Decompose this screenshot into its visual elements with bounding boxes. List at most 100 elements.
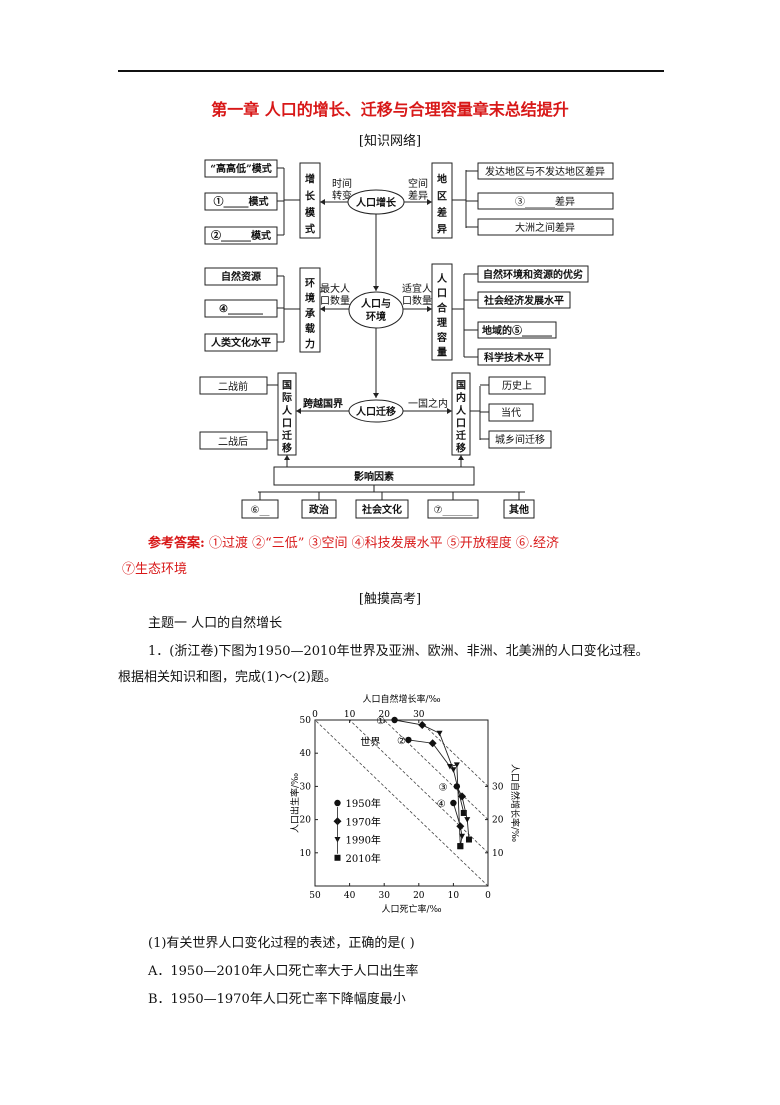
series-line xyxy=(394,719,465,814)
option-b: B．1950—1970年人口死亡率下降幅度最小 xyxy=(148,992,406,1007)
top-tick-label: 30 xyxy=(413,710,425,720)
reasonable-capacity-char: 量 xyxy=(437,346,447,359)
knowledge-network-diagram: “高高低”模式①_____模式②______模式增长模式时间转变人口增长空间差异… xyxy=(199,159,614,519)
top-tick-label: 0 xyxy=(312,710,318,720)
answer-text-1: ①过渡 ②“三低” ③空间 ④科技发展水平 ⑤开放程度 ⑥.经济 xyxy=(208,536,560,551)
right-item-text: 发达地区与不发达地区差异 xyxy=(485,165,605,178)
regional-diff-char: 区 xyxy=(437,190,447,202)
regional-diff-char: 地 xyxy=(437,173,447,186)
factor-item-text: 社会文化 xyxy=(361,503,402,516)
arrow-right xyxy=(427,199,432,205)
y-tick-label: 10 xyxy=(300,849,312,859)
link-label: 口数量 xyxy=(320,294,350,307)
international-migration-char: 际 xyxy=(282,392,292,404)
network-heading: [知识网络] xyxy=(358,134,422,149)
y-tick-label: 20 xyxy=(300,816,312,826)
growth-model-char: 模 xyxy=(305,206,316,219)
series-line xyxy=(456,786,470,840)
section-heading: [触摸高考] xyxy=(358,592,422,607)
marker-1970 xyxy=(458,792,467,801)
right-axis-label: 人口自然增长率/‰ xyxy=(509,764,521,842)
link-label: 最大人 xyxy=(320,282,350,295)
answer-line-2: ⑦生态环境 xyxy=(122,562,188,577)
x-tick-label: 0 xyxy=(485,891,491,901)
arrow-right xyxy=(427,306,432,312)
legend-label: 1990年 xyxy=(345,834,380,847)
right-item-text: 社会经济发展水平 xyxy=(483,294,564,307)
x-tick-label: 50 xyxy=(309,891,321,901)
carrying-capacity-char: 载 xyxy=(305,322,315,335)
mid-box-growth-model xyxy=(299,162,321,239)
marker-1970 xyxy=(428,739,437,748)
link-label: 空间 xyxy=(408,177,428,190)
center-label: 环境 xyxy=(366,310,386,323)
point-label: 世界 xyxy=(360,737,380,749)
point-label: ③ xyxy=(439,782,448,793)
series-line xyxy=(408,739,461,847)
domestic-migration-char: 人 xyxy=(456,404,467,417)
right-tick-label: 30 xyxy=(492,782,504,792)
marker-2010 xyxy=(465,836,472,843)
marker-1990 xyxy=(459,833,466,840)
marker-1950 xyxy=(453,783,461,790)
y-tick-label: 40 xyxy=(300,749,312,759)
growth-model-char: 式 xyxy=(305,223,315,236)
right-item-text: 科学技术水平 xyxy=(484,351,544,364)
marker-1990 xyxy=(450,767,457,773)
center-label: 人口迁移 xyxy=(356,405,396,418)
domestic-migration-char: 国 xyxy=(456,380,466,392)
factor-item-text: 其他 xyxy=(509,503,529,516)
y-tick-label: 50 xyxy=(300,716,312,726)
marker-2010 xyxy=(460,809,467,816)
marker-1970 xyxy=(418,720,427,729)
link-label: 时间 xyxy=(332,177,352,190)
carrying-capacity-char: 境 xyxy=(305,292,315,305)
x-tick-label: 30 xyxy=(378,891,390,901)
left-item-text: “高高低”模式 xyxy=(210,162,272,175)
link-label: 一国之内 xyxy=(408,397,448,410)
marker-1950 xyxy=(405,736,412,744)
international-migration-char: 移 xyxy=(282,442,292,455)
domestic-migration-char: 口 xyxy=(456,418,466,429)
top-axis-label: 人口自然增长率/‰ xyxy=(362,693,440,705)
domestic-migration-char: 内 xyxy=(456,391,466,404)
question-1-line-1: 1．(浙江卷)下图为1950—2010年世界及亚洲、欧洲、非洲、北美洲的人口变化… xyxy=(148,644,649,659)
arrow-left xyxy=(320,199,325,205)
reasonable-capacity-char: 容 xyxy=(436,331,447,344)
factor-item-text: ⑥__ xyxy=(251,505,270,516)
top-tick-label: 10 xyxy=(344,710,356,720)
left-item-text: ①_____模式 xyxy=(214,195,269,208)
x-tick-label: 20 xyxy=(413,891,425,901)
arrow-left xyxy=(320,306,325,312)
marker-1990 xyxy=(453,762,460,768)
international-migration-char: 口 xyxy=(282,418,292,429)
legend-label: 1950年 xyxy=(345,797,380,810)
option-a: A．1950—2010年人口死亡率大于人口出生率 xyxy=(148,964,419,979)
left-item-text: ④_______ xyxy=(219,304,263,315)
right-item-text: 历史上 xyxy=(502,380,532,392)
factor-item-box xyxy=(503,499,535,519)
link-label: 差异 xyxy=(408,189,428,202)
factors-title: 影响因素 xyxy=(354,470,394,483)
link-label: 跨越国界 xyxy=(303,397,343,410)
link-label: 转变 xyxy=(332,189,352,202)
y-tick-label: 30 xyxy=(300,782,312,792)
marker-2010 xyxy=(457,843,464,850)
plot-frame xyxy=(314,719,489,887)
sub-question-1: (1)有关世界人口变化过程的表述，正确的是( ) xyxy=(148,936,415,951)
arrow-down xyxy=(373,286,379,291)
left-item-text: 二战前 xyxy=(218,380,248,393)
point-label: ② xyxy=(397,736,406,747)
x-tick-label: 10 xyxy=(448,891,460,901)
page-title: 第一章 人口的增长、迁移与合理容量章末总结提升 xyxy=(211,100,569,119)
point-label: ④ xyxy=(437,799,446,810)
factor-item-text: ⑦______ xyxy=(434,505,473,516)
arrow-left xyxy=(296,408,301,414)
header-rule xyxy=(118,70,664,72)
growth-model-char: 增 xyxy=(305,173,315,186)
carrying-capacity-char: 环 xyxy=(305,277,315,289)
left-item-text: ②______模式 xyxy=(211,229,271,242)
right-item-text: 地域的⑤______ xyxy=(482,324,552,337)
left-item-text: 二战后 xyxy=(218,436,248,448)
